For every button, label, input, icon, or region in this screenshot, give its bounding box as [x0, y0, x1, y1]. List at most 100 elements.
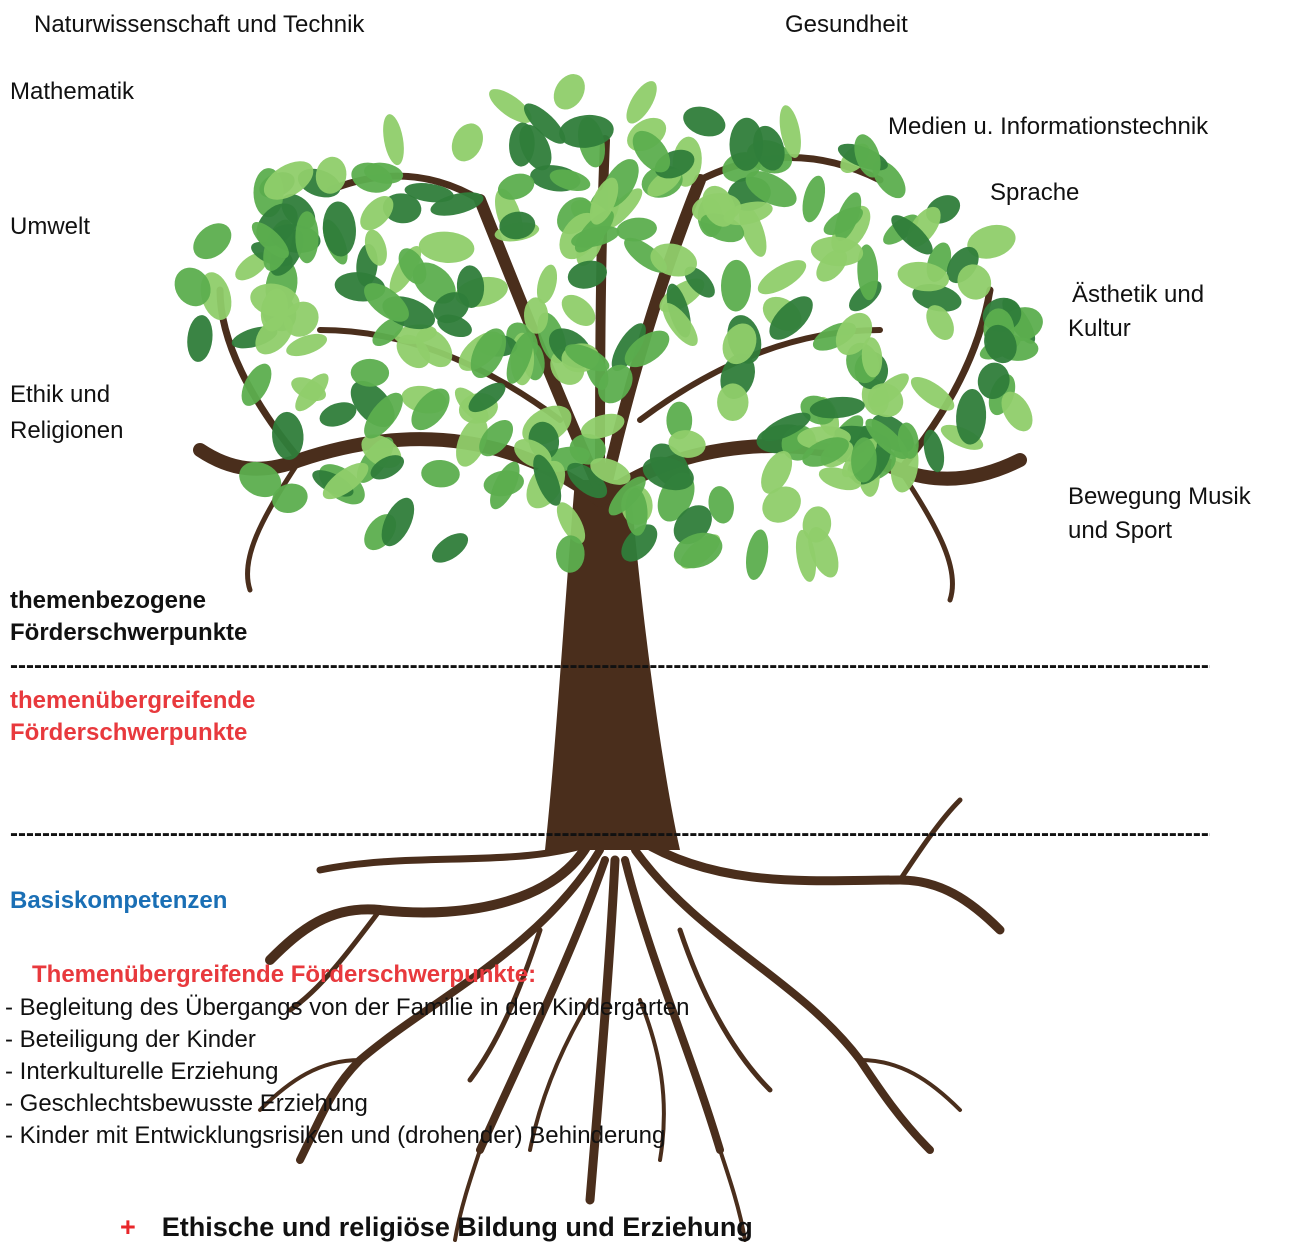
leaf: [957, 264, 992, 300]
leaf: [553, 74, 585, 110]
leaf: [433, 292, 470, 324]
leaf: [421, 459, 460, 488]
leaf: [795, 529, 817, 582]
leaf: [761, 412, 811, 442]
leaf: [556, 502, 586, 544]
leaf: [283, 301, 319, 337]
leaf: [668, 430, 706, 458]
leaf: [708, 486, 734, 524]
leaf: [272, 483, 308, 514]
label-umwelt: Umwelt: [10, 213, 91, 240]
leaf: [499, 211, 536, 240]
tree-roots: [258, 797, 1005, 1242]
leaf: [430, 192, 484, 216]
leaf: [745, 529, 769, 580]
label-bewegung-line1: Bewegung Musik: [1068, 483, 1251, 510]
leaf: [174, 267, 211, 307]
label-ethik-line1: Ethik und: [10, 381, 111, 408]
leaf: [383, 114, 404, 166]
leaf: [761, 451, 793, 494]
leaf: [404, 183, 454, 203]
leaf: [802, 175, 826, 223]
leaf: [523, 103, 566, 144]
leaf: [360, 196, 394, 231]
leaf: [666, 401, 693, 440]
list-item: - Beteiligung der Kinder: [5, 1026, 256, 1053]
divider-upper: ----------------------------------------…: [10, 654, 1210, 678]
leaf: [567, 260, 607, 289]
leaf: [431, 533, 469, 563]
leaf: [555, 535, 585, 573]
leaf: [851, 437, 877, 483]
leaf: [239, 461, 282, 498]
leaf: [536, 264, 558, 304]
leaf: [717, 383, 749, 422]
leaf: [479, 419, 514, 457]
leaf: [567, 462, 608, 499]
leaf: [683, 106, 726, 137]
leaf: [897, 261, 949, 292]
leaf: [662, 302, 698, 347]
leaf: [574, 210, 614, 253]
leaf: [590, 457, 631, 485]
leaf: [350, 358, 390, 387]
leaf: [802, 506, 832, 543]
leaf: [295, 211, 319, 264]
leaf: [580, 413, 625, 439]
leaf: [497, 173, 535, 200]
leaf: [506, 332, 534, 384]
leaf: [835, 312, 873, 356]
leaf: [823, 207, 863, 235]
label-naturwissenschaft: Naturwissenschaft und Technik: [34, 11, 365, 38]
leaf: [956, 389, 987, 445]
leaf: [364, 229, 387, 266]
leaf: [411, 388, 450, 431]
leaf: [523, 297, 549, 334]
leaf: [561, 294, 596, 326]
leaf: [865, 418, 908, 460]
leaf: [241, 363, 272, 406]
label-medien: Medien u. Informationstechnik: [888, 113, 1209, 140]
leaf: [319, 402, 357, 427]
divider-lower: ----------------------------------------…: [10, 822, 1210, 846]
leaf: [295, 373, 329, 412]
leaf: [857, 244, 879, 301]
label-aesthetik-line1: Ästhetik und: [1072, 281, 1205, 308]
leaf: [470, 328, 507, 379]
heading-themenbezogen-line1: themenbezogene: [10, 587, 207, 614]
leaf: [802, 437, 849, 467]
leaf: [315, 156, 347, 194]
leaf: [381, 497, 415, 547]
list-item: - Kinder mit Entwicklungsrisiken und (dr…: [5, 1122, 666, 1149]
leaf: [489, 89, 532, 123]
label-mathematik: Mathematik: [10, 78, 135, 105]
leaf: [451, 123, 483, 162]
leaf: [861, 337, 883, 378]
leaf: [897, 422, 919, 459]
heading-themenbezogen-line2: Förderschwerpunkte: [10, 619, 248, 646]
leaf: [608, 476, 646, 516]
leaf: [977, 362, 1010, 400]
leaf: [624, 330, 670, 368]
leaf: [984, 324, 1017, 364]
leaf: [468, 382, 506, 413]
leaf: [483, 470, 524, 497]
leaf: [415, 328, 453, 368]
leaf: [729, 117, 764, 171]
leaf: [569, 433, 606, 465]
leaf: [769, 296, 813, 340]
leaf: [621, 524, 658, 562]
leaf: [722, 323, 757, 365]
leaf: [364, 283, 409, 322]
leaf: [559, 114, 614, 148]
leaf: [533, 454, 562, 506]
leaf: [260, 288, 289, 332]
leaf: [967, 224, 1016, 259]
leaf: [322, 462, 369, 500]
leaf: [673, 532, 723, 569]
label-ethik-line2: Religionen: [10, 417, 124, 444]
leaf: [412, 262, 456, 304]
label-gesundheit: Gesundheit: [785, 11, 908, 38]
leaf: [549, 169, 591, 192]
